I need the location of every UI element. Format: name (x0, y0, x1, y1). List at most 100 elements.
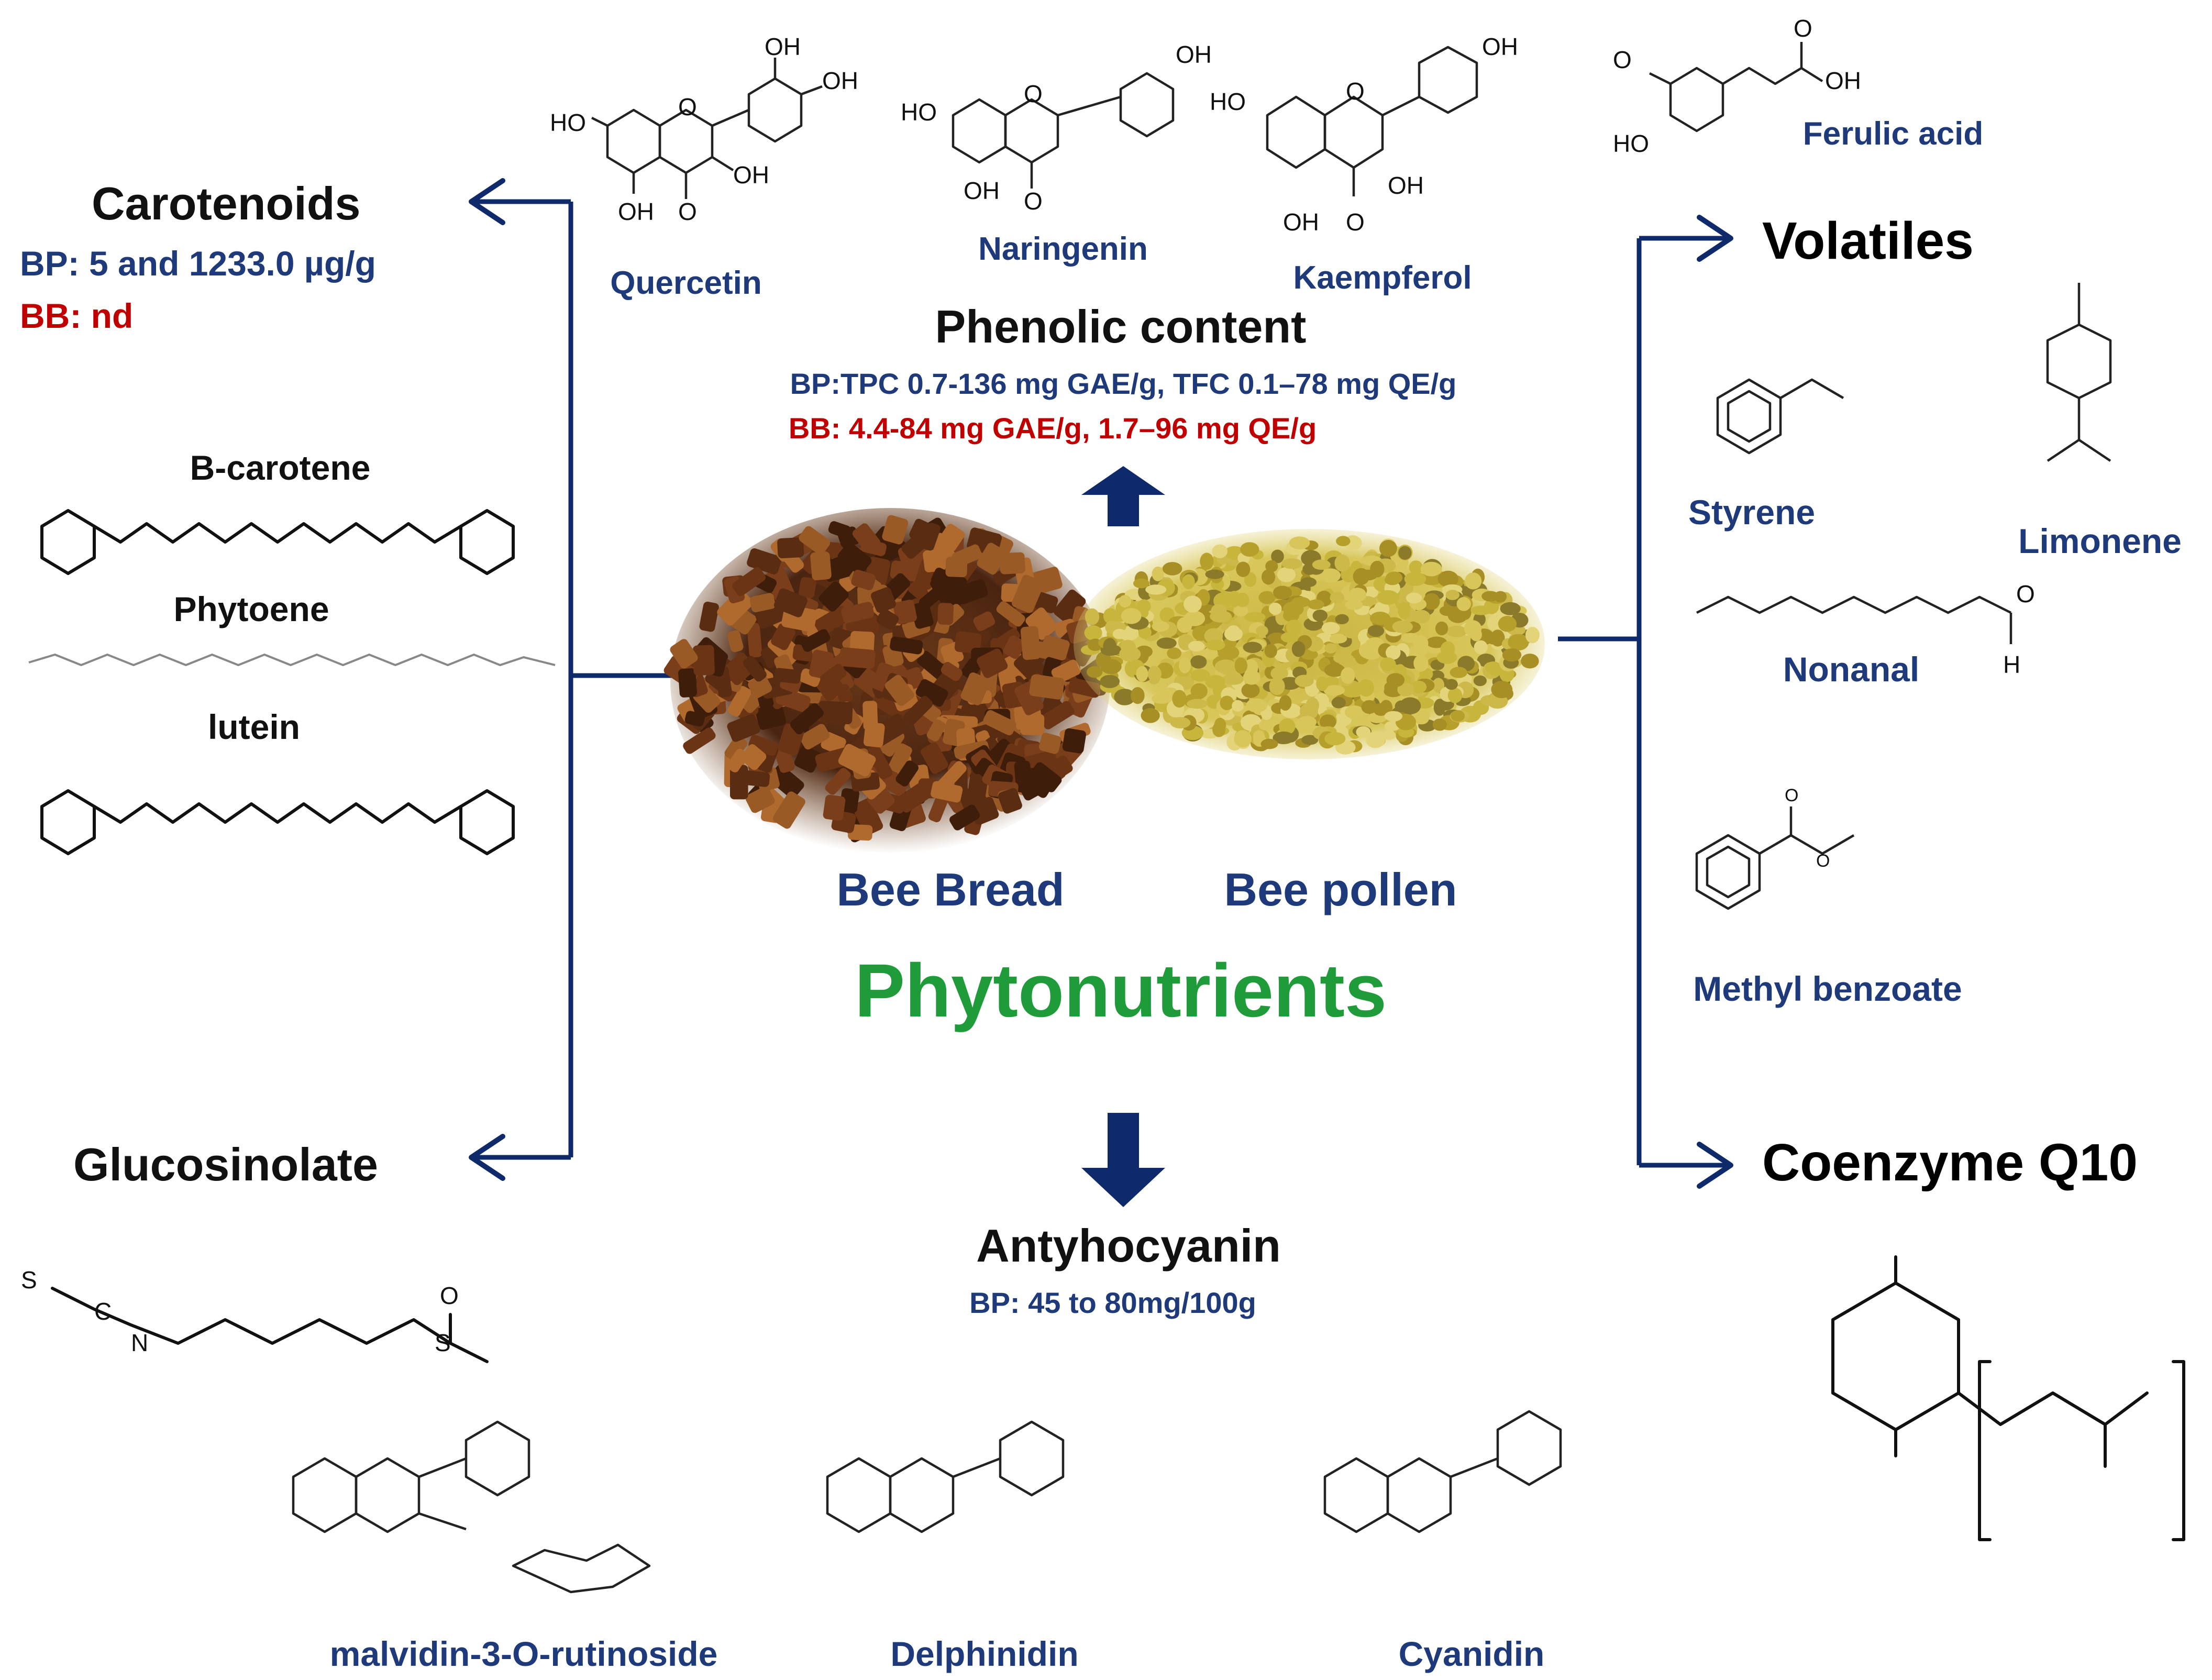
bee-pollen-grain (1264, 644, 1277, 658)
svg-text:OH: OH (618, 198, 654, 225)
bee-bread-grain (884, 675, 914, 706)
bee-pollen-grain (1324, 643, 1337, 654)
bee-bread-grain (748, 675, 772, 699)
bee-pollen-grain (1404, 572, 1426, 586)
bee-pollen-grain (1141, 708, 1160, 723)
bee-bread-grain (871, 587, 896, 613)
kaempferol-structure: HO O OH O OH OH (1210, 33, 1518, 236)
svg-text:S: S (435, 1329, 451, 1356)
bee-pollen-grain (1289, 536, 1310, 549)
svg-text:S: S (21, 1266, 37, 1294)
bee-bread-grain (1062, 728, 1086, 754)
bee-pollen-grain (1131, 687, 1145, 704)
bee-pollen-grain (1409, 560, 1423, 574)
bee-bread-grain (983, 710, 1016, 736)
cyanidin-structure (1323, 1410, 1562, 1533)
ferulic-acid-label: Ferulic acid (1802, 116, 1984, 152)
phytonutrients-title: Phytonutrients (854, 948, 1387, 1033)
bee-bread-grain (820, 664, 847, 688)
bee-bread-grain (683, 727, 716, 754)
bee-bread-grain (904, 695, 933, 725)
svg-text:OH: OH (1176, 41, 1212, 68)
bee-pollen-grain (1265, 560, 1278, 572)
bee-pollen-grain (1119, 646, 1141, 662)
bee-pollen-grain (1279, 695, 1292, 711)
anthocyanin-bp-value: BP: 45 to 80mg/100g (969, 1286, 1256, 1319)
naringenin-label: Naringenin (978, 231, 1148, 267)
bee-pollen-grain (1525, 626, 1540, 644)
bee-bread-grain (954, 740, 989, 759)
bee-pollen-grain (1382, 730, 1396, 740)
bee-bread-grain (1020, 626, 1041, 660)
bee-pollen-grain (1241, 683, 1260, 698)
bee-pollen-grain (1084, 625, 1102, 640)
nonanal-label: Nonanal (1783, 650, 1920, 689)
bee-pollen-grain (1190, 669, 1210, 682)
bee-bread-grain (732, 567, 766, 596)
bee-pollen-grain (1152, 693, 1172, 704)
bee-bread-grain (825, 768, 851, 795)
phytoene-label: Phytoene (173, 590, 329, 628)
beta-carotene-structure (40, 509, 515, 575)
phenolic-bp-value: BP:TPC 0.7-136 mg GAE/g, TFC 0.1–78 mg Q… (790, 367, 1457, 400)
bee-bread-grain (771, 623, 796, 650)
bee-pollen-grain (1413, 713, 1429, 725)
bee-pollen-grain (1227, 591, 1241, 607)
bee-pollen-grain (1273, 585, 1292, 600)
bee-pollen-grain (1329, 634, 1347, 644)
bee-pollen-grain (1256, 625, 1268, 636)
bee-pollen-grain (1271, 549, 1284, 563)
phenolic-heading: Phenolic content (935, 301, 1307, 352)
carotenoids-bp-value: BP: 5 and 1233.0 µg/g (20, 244, 376, 283)
bee-pollen-grain (1330, 592, 1345, 604)
bee-bread-grain (999, 552, 1025, 574)
naringenin-structure: HO O OH O OH (901, 41, 1212, 215)
bee-pollen-grain (1100, 675, 1120, 688)
methyl-benzoate-structure: O O (1695, 786, 1855, 910)
svg-text:OH: OH (765, 33, 801, 60)
svg-text:HO: HO (901, 98, 937, 126)
bee-pollen-grain (1280, 632, 1299, 643)
bee-pollen-grain (1279, 718, 1296, 735)
bee-pollen-grain (1334, 555, 1350, 572)
bee-bread-grain (949, 804, 980, 831)
styrene-structure (1716, 378, 1844, 455)
bee-bread-grain (928, 793, 948, 823)
coenzyme-q10-heading: Coenzyme Q10 (1762, 1133, 2138, 1192)
bee-pollen-grain (1253, 730, 1265, 744)
svg-text:O: O (1794, 15, 1812, 42)
bee-pollen-grain (1204, 628, 1223, 644)
volatiles-heading: Volatiles (1762, 212, 1974, 270)
bee-pollen-grain (1277, 567, 1296, 582)
bee-bread-grain (777, 537, 804, 559)
carotenoids-bb-value: BB: nd (20, 296, 134, 335)
bee-bread-grain (977, 543, 1007, 574)
bee-pollen-grain (1205, 675, 1225, 689)
bee-pollen-grain (1212, 544, 1227, 558)
bee-bread-grain (1003, 635, 1025, 659)
bee-pollen-grain (1433, 699, 1446, 716)
limonene-label: Limonene (2018, 522, 2182, 560)
bee-pollen-grain (1335, 614, 1349, 625)
bee-pollen-grain (1184, 595, 1202, 613)
lutein-structure (40, 789, 515, 855)
phytoene-structure (28, 653, 556, 667)
bee-bread-grain (841, 602, 875, 623)
bee-bread-grain (801, 629, 831, 652)
bee-bread-grain (749, 593, 776, 613)
bee-pollen-grain (1243, 642, 1262, 653)
bee-pollen-grain (1361, 700, 1377, 714)
bee-pollen-grain (1324, 732, 1346, 746)
svg-text:OH: OH (1388, 172, 1424, 199)
bee-pollen-grain (1112, 628, 1126, 639)
bee-pollen-grain (1436, 651, 1457, 664)
bee-pollen-label: Bee pollen (1224, 864, 1457, 915)
delphinidin-label: Delphinidin (890, 1634, 1079, 1673)
bee-pollen-grain (1147, 666, 1162, 682)
glucosinolate-structure: S C N S O (21, 1266, 489, 1363)
bee-bread-grain (775, 748, 795, 773)
bee-bread-grain (810, 551, 832, 581)
bee-bread-grain (938, 524, 965, 551)
bee-bread-grain (774, 668, 801, 684)
